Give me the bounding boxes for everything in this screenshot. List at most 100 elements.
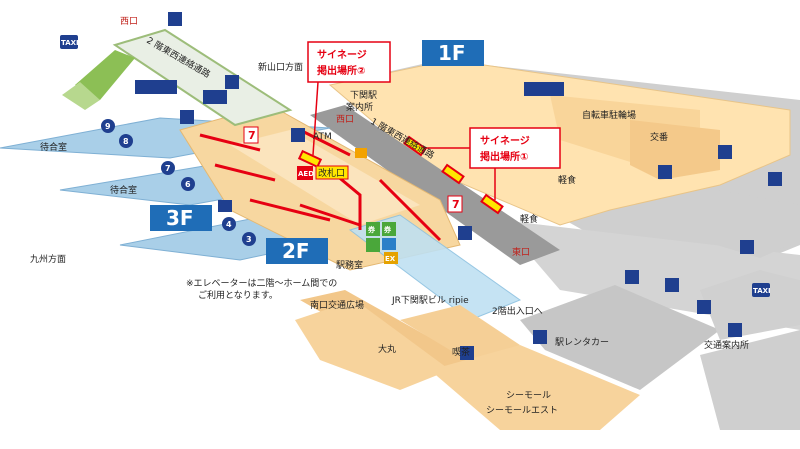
signage-2-line1: サイネージ [317,49,367,61]
police-box-label: 交番 [650,131,668,143]
ex-icon: EX [384,252,398,264]
seamall-block [430,345,640,430]
elevator-icon [458,226,472,240]
seamall-east-label: シーモールエスト [486,406,558,416]
svg-text:7: 7 [452,198,460,211]
floor-1f-text: 1F [438,41,466,65]
floor-label-2f: 2F [266,238,328,264]
cafe-label: 喫茶 [452,346,470,358]
bicycle-parking-label: 自転車駐輪場 [582,109,636,121]
floor-2f-text: 2F [282,239,310,263]
corridor-1f [310,105,560,265]
stairs-west-2 [62,82,100,110]
transport-info-label: 交通案内所 [704,339,749,351]
light-meal-label: 軽食 [520,213,538,225]
bus-icon [740,240,754,254]
bus-icon [658,165,672,179]
wheelchair-icon [163,80,177,94]
seven-eleven-icon: 7 [243,126,259,144]
route-arrows [199,128,442,242]
taxi-icon: TAXI [752,283,771,297]
ticket-office-icon [366,238,380,252]
signage-markers [297,135,504,215]
svg-text:TAXI: TAXI [753,287,771,295]
restroom-icon [203,90,227,104]
signage-marker-1c [480,193,504,215]
waiting-room-upper-label: 待合室 [40,141,67,153]
corridor-2f [112,28,293,127]
platform-8: 8 [123,137,129,146]
route-line [214,163,276,182]
route-line [299,203,361,227]
taxi-icon: TAXI [60,35,79,49]
block-rental-car [520,285,720,390]
south-plaza-label: 南口交通広場 [310,299,364,311]
elevator-icon [180,110,194,124]
waiting-room-lower-label: 待合室 [110,184,137,196]
car-icon [768,172,782,186]
elevator-icon [168,12,182,26]
elevator-icon [225,75,239,89]
info-center-label-1: 下関駅 [350,90,377,101]
elevator-icon [533,330,547,344]
ripie-label: JR下関駅ビル ripie [391,295,469,306]
entrance-2f-label: 2階出入口へ [492,305,543,317]
info-center-label-2: 案内所 [346,101,373,113]
platform-3: 3 [246,235,252,244]
wheelchair-icon [524,82,538,96]
signage-1-line2: 掲出場所① [480,150,528,163]
floor-label-1f: 1F [422,40,484,66]
svg-text:券: 券 [383,225,392,234]
platform-circles: 9 8 7 6 4 3 [101,119,256,246]
ticket-machine-icon: 券 [382,222,396,236]
signage-marker-1a [403,135,427,157]
block-right-mid [700,270,800,340]
shinyamaguchi-label: 新山口方面 [258,61,303,73]
elevator-icon [291,128,305,142]
signage-2-line2: 掲出場所② [317,64,365,77]
wifi-icon [218,200,232,212]
atm-label: ATM [313,132,332,142]
daimaru-block [295,300,450,390]
signage-callout-2: サイネージ 掲出場所② [307,41,391,83]
info-icon [718,145,732,159]
station-office-label: 駅務室 [336,259,363,271]
rental-car-label: 駅レンタカー [555,337,609,348]
signage-marker-2 [297,149,323,169]
signage-pointer [312,81,319,156]
platform-9: 9 [105,122,111,131]
bus-icon [625,270,639,284]
ticket-gate: 改札口 [315,165,349,180]
info-center-icon [355,148,367,158]
svg-text:券: 券 [367,225,376,234]
floor-3f-text: 3F [166,206,194,230]
bus-icon [665,278,679,292]
west-exit-label: 西口 [336,114,354,125]
seven-eleven-icon: 7 [447,195,463,213]
elevator-icon [460,346,474,360]
light-meal-label: 軽食 [558,174,576,186]
police-area [630,120,720,180]
ticket-gate-label: 改札口 [318,167,345,179]
elevator-note-line2: ご利用となります。 [198,289,278,301]
route-line [299,128,351,157]
seamall-label: シーモール [506,391,551,401]
svg-text:EX: EX [385,255,396,263]
svg-text:TAXI: TAXI [61,39,79,47]
signage-callout-1: サイネージ 掲出場所① [469,127,561,169]
aed-icon: AED [297,166,314,180]
svg-text:AED: AED [298,170,314,178]
west-exit-top-label: 西口 [120,16,138,27]
svg-text:7: 7 [248,129,256,142]
signage-1-line1: サイネージ [480,135,530,147]
kyushu-label: 九州方面 [30,253,66,265]
elevator-note-line1: ※エレベーターは二階～ホーム間での [186,278,337,289]
block-far-right [700,330,800,430]
ic-card-icon [382,238,396,250]
platform-4: 4 [226,220,232,229]
bus-icon [697,300,711,314]
platform-6: 6 [185,180,191,189]
restroom-icon [135,80,163,94]
